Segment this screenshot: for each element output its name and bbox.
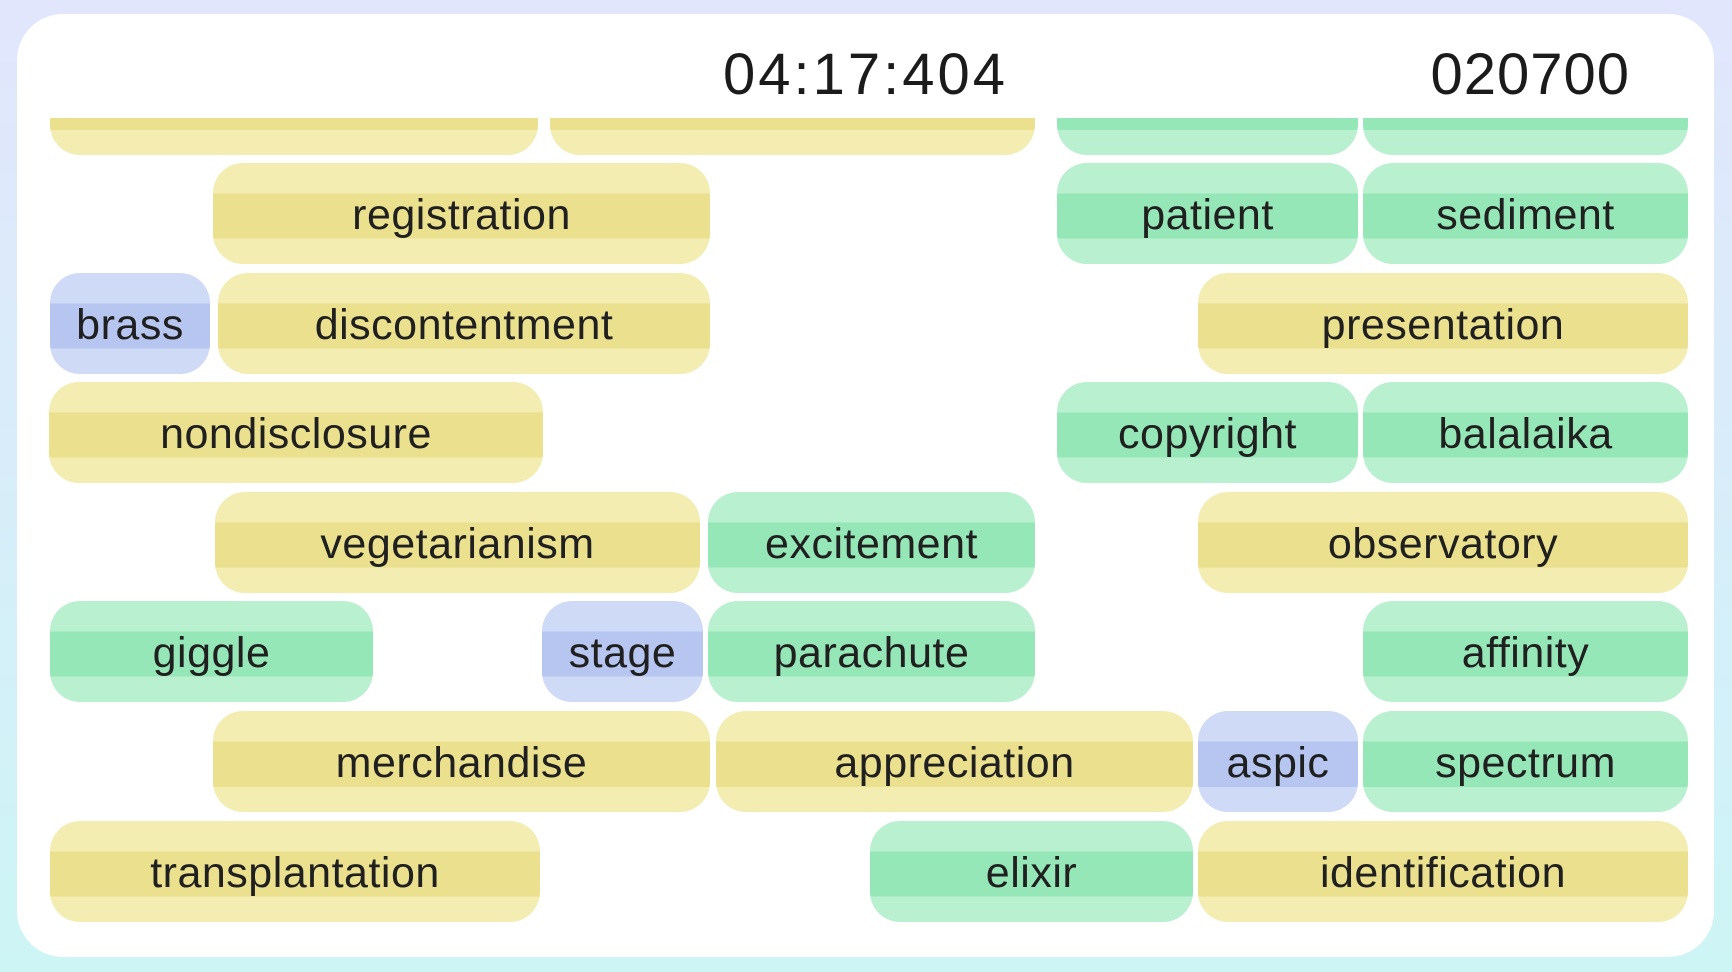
word-board: registration patient sediment brass disconte… bbox=[17, 118, 1714, 957]
word-pill[interactable]: elixir bbox=[870, 821, 1193, 922]
word-pill[interactable]: identification bbox=[1198, 821, 1688, 922]
word-pill[interactable]: affinity bbox=[1363, 601, 1688, 702]
word-pill[interactable]: appreciation bbox=[716, 711, 1193, 812]
word-label: nondisclosure bbox=[160, 410, 432, 458]
word-pill[interactable]: nondisclosure bbox=[49, 382, 543, 483]
word-label: merchandise bbox=[335, 739, 588, 787]
word-pill[interactable]: transplantation bbox=[50, 821, 540, 922]
word-pill[interactable]: parachute bbox=[708, 601, 1035, 702]
word-pill[interactable]: discontentment bbox=[218, 273, 710, 374]
word-pill[interactable]: brass bbox=[50, 273, 210, 374]
word-label: presentation bbox=[1321, 301, 1565, 349]
word-label: spectrum bbox=[1435, 739, 1616, 787]
word-label: patient bbox=[1141, 191, 1274, 239]
word-pill[interactable]: observatory bbox=[1198, 492, 1688, 593]
word-label: balalaika bbox=[1438, 410, 1613, 458]
word-label: affinity bbox=[1461, 629, 1590, 677]
word-label: aspic bbox=[1226, 739, 1330, 787]
word-pill[interactable]: sediment bbox=[1363, 163, 1688, 264]
word-pill-clipped[interactable] bbox=[1363, 118, 1688, 155]
word-pill-clipped[interactable] bbox=[550, 118, 1035, 155]
word-label: observatory bbox=[1327, 520, 1559, 568]
word-pill[interactable]: excitement bbox=[708, 492, 1035, 593]
word-pill[interactable]: spectrum bbox=[1363, 711, 1688, 812]
word-pill[interactable]: balalaika bbox=[1363, 382, 1688, 483]
word-pill[interactable]: presentation bbox=[1198, 273, 1688, 374]
word-pill[interactable]: patient bbox=[1057, 163, 1358, 264]
word-label: excitement bbox=[765, 520, 978, 568]
word-pill[interactable]: vegetarianism bbox=[215, 492, 700, 593]
word-label: stage bbox=[568, 629, 677, 677]
word-label: transplantation bbox=[150, 849, 440, 897]
word-pill[interactable]: merchandise bbox=[213, 711, 710, 812]
word-label: identification bbox=[1319, 849, 1567, 897]
word-pill[interactable]: aspic bbox=[1198, 711, 1358, 812]
word-label: parachute bbox=[773, 629, 970, 677]
word-label: discontentment bbox=[314, 301, 614, 349]
word-label: copyright bbox=[1118, 410, 1297, 458]
game-panel: 04:17:404 020700 registration patient sedi… bbox=[17, 14, 1714, 957]
word-pill[interactable]: copyright bbox=[1057, 382, 1358, 483]
word-label: vegetarianism bbox=[320, 520, 595, 568]
word-pill-clipped[interactable] bbox=[50, 118, 538, 155]
word-pill[interactable]: stage bbox=[542, 601, 703, 702]
word-pill[interactable]: registration bbox=[213, 163, 710, 264]
word-pill[interactable]: giggle bbox=[50, 601, 373, 702]
word-pill-clipped[interactable] bbox=[1057, 118, 1358, 155]
word-label: sediment bbox=[1436, 191, 1615, 239]
word-label: elixir bbox=[985, 849, 1078, 897]
word-label: registration bbox=[352, 191, 571, 239]
word-label: giggle bbox=[152, 629, 271, 677]
score: 020700 bbox=[1430, 42, 1630, 107]
timer: 04:17:404 bbox=[722, 42, 1009, 107]
word-label: brass bbox=[76, 301, 184, 349]
word-label: appreciation bbox=[834, 739, 1075, 787]
